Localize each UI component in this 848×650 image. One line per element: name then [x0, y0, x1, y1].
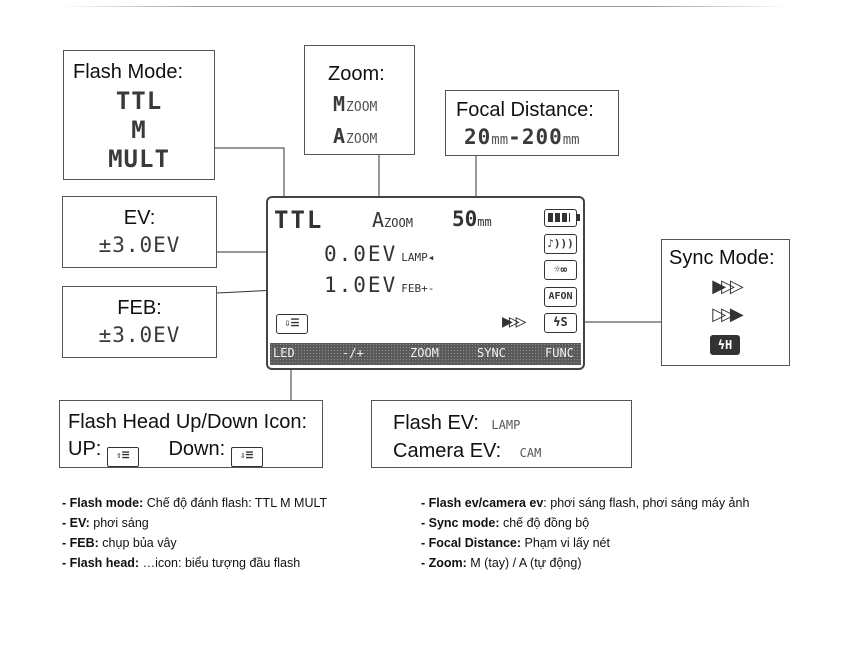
lcd-focal: 50mm [452, 207, 492, 231]
sync-title: Sync Mode: [669, 247, 775, 269]
flash-ev-label: Flash EV: [393, 412, 479, 434]
lcd-ev-tag: LAMP◂ [401, 251, 435, 264]
zoom-auto-suffix: ZOOM [346, 132, 378, 147]
focal-dash: - [508, 125, 522, 149]
notes-right: - Flash ev/camera ev: phơi sáng flash, p… [421, 493, 749, 573]
flash-head-icon: ⇩☰ [276, 314, 308, 334]
camera-ev-row: Camera EV: CAM [393, 440, 541, 463]
sound-icon: ♪))) [544, 234, 577, 254]
zoom-auto: AZOOM [333, 124, 377, 148]
lcd-zoom-letter: A [372, 208, 385, 232]
note-zoom: - Zoom: M (tay) / A (tự động) [421, 556, 582, 570]
light-icon: ☼∞ [544, 260, 577, 280]
zoom-title: Zoom: [328, 63, 385, 85]
note-flash-head: - Flash head: …icon: biểu tượng đầu flas… [62, 556, 301, 570]
ev-value: ±3.0EV [98, 233, 181, 257]
focal-min-unit: mm [491, 132, 509, 148]
camera-ev-label: Camera EV: [393, 440, 502, 462]
softkey-zoom[interactable]: ZOOM [410, 346, 439, 360]
note-focal-distance: - Focal Distance: Phạm vi lấy nét [421, 536, 610, 550]
flash-head-down-icon: ⇩☰ [230, 447, 263, 467]
focal-max: 200 [521, 125, 563, 149]
sync-mode-box: Sync Mode: ▶▷▷ ▷▷▶ ϟH [661, 239, 790, 366]
camera-ev-value: CAM [519, 446, 542, 460]
lcd-feb-tag: FEB+- [401, 282, 435, 295]
af-on-icon: AFON [544, 287, 577, 307]
zoom-manual: MZOOM [333, 92, 377, 116]
lcd-zoom-suffix: ZOOM [384, 216, 413, 230]
sync-arrows-icon: ▶▷▷ [502, 311, 526, 332]
flash-head-title: Flash Head Up/Down Icon: [68, 411, 308, 433]
note-feb: - FEB: chụp bủa vây [62, 536, 177, 550]
sync-mode-icon: ϟS [544, 313, 577, 333]
note-ev: - EV: phơi sáng [62, 516, 149, 530]
focal-min: 20 [464, 125, 492, 149]
sync-front-curtain-icon: ▶▷▷ [712, 276, 744, 296]
sync-high-speed-icon: ϟH [710, 335, 740, 355]
note-sync-mode: - Sync mode: chế độ đồng bộ [421, 516, 590, 530]
zoom-manual-suffix: ZOOM [346, 100, 378, 115]
lcd-focal-value: 50 [452, 207, 478, 231]
lcd-zoom: AZOOM [372, 208, 413, 232]
notes-left: - Flash mode: Chế độ đánh flash: TTL M M… [62, 493, 327, 573]
flash-ev-value: LAMP [491, 418, 521, 432]
flash-mode-mult: MULT [108, 145, 170, 173]
flash-head-down-label: Down: [168, 438, 226, 460]
feb-value: ±3.0EV [98, 323, 181, 347]
flash-ev-row: Flash EV: LAMP [393, 412, 520, 435]
sync-rear-curtain-icon: ▷▷▶ [712, 304, 744, 324]
flash-mode-title: Flash Mode: [73, 61, 184, 83]
ev-box: EV: ±3.0EV [62, 196, 217, 268]
zoom-box: Zoom: MZOOM AZOOM [304, 45, 415, 155]
flash-head-box: Flash Head Up/Down Icon: UP: ⇧☰ Down: ⇩☰ [59, 400, 323, 468]
note-flash-mode: - Flash mode: Chế độ đánh flash: TTL M M… [62, 496, 328, 510]
flash-head-up-icon: ⇧☰ [106, 447, 139, 467]
lcd-focal-unit: mm [477, 215, 492, 229]
note-flash-ev: - Flash ev/camera ev: phơi sáng flash, p… [421, 496, 750, 510]
flash-head-row: UP: ⇧☰ Down: ⇩☰ [68, 438, 263, 467]
focal-distance-box: Focal Distance: 20mm-200mm [445, 90, 619, 156]
top-divider [60, 6, 790, 7]
zoom-manual-letter: M [333, 92, 347, 116]
feb-title: FEB: [117, 297, 162, 319]
focal-max-unit: mm [562, 132, 580, 148]
battery-icon [544, 209, 580, 227]
feb-box: FEB: ±3.0EV [62, 286, 217, 358]
softkey-led[interactable]: LED [273, 346, 295, 360]
softkey-bar: LED -/+ ZOOM SYNC FUNC [270, 343, 581, 365]
ev-title: EV: [123, 207, 156, 229]
flash-mode-m: M [131, 116, 147, 144]
flash-mode-box: Flash Mode: TTL M MULT [63, 50, 215, 180]
lcd-mode: TTL [274, 206, 324, 234]
flash-mode-ttl: TTL [115, 87, 163, 115]
focal-range: 20mm-200mm [464, 125, 580, 149]
flash-head-up-label: UP: [68, 438, 102, 460]
softkey-func[interactable]: FUNC [545, 346, 574, 360]
lcd-feb-value: 1.0EV [324, 273, 398, 297]
lcd-ev-value: 0.0EV [324, 242, 398, 266]
focal-title: Focal Distance: [456, 99, 594, 121]
softkey-plus-minus[interactable]: -/+ [342, 346, 364, 360]
flash-ev-box: Flash EV: LAMP Camera EV: CAM [371, 400, 632, 468]
zoom-auto-letter: A [333, 124, 347, 148]
softkey-sync[interactable]: SYNC [477, 346, 506, 360]
